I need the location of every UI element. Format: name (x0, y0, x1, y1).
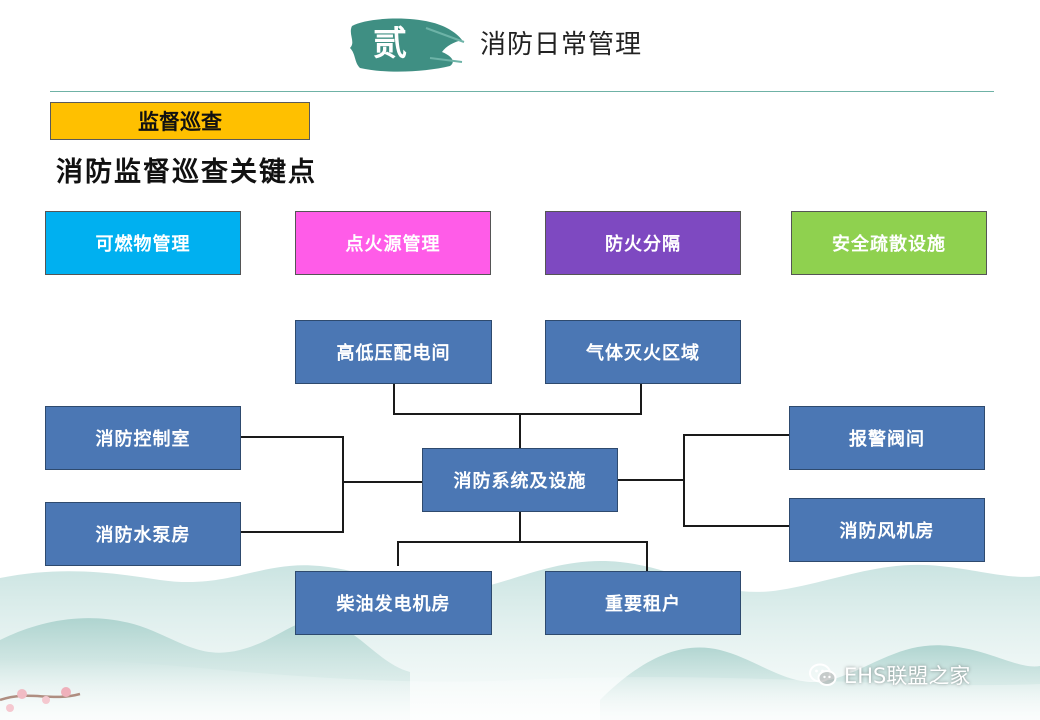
category-fire-separation: 防火分隔 (545, 211, 741, 275)
section-label: 监督巡查 (50, 102, 310, 140)
section-number: 贰 (373, 23, 407, 64)
header-divider (50, 91, 994, 92)
node-fire-control-room: 消防控制室 (45, 406, 241, 470)
category-combustibles: 可燃物管理 (45, 211, 241, 275)
wechat-icon (809, 663, 837, 686)
node-fire-systems-center: 消防系统及设施 (422, 448, 618, 512)
node-fire-pump-room: 消防水泵房 (45, 502, 241, 566)
category-evacuation-facilities: 安全疏散设施 (791, 211, 987, 275)
node-substation-room: 高低压配电间 (295, 320, 492, 384)
page-title: 消防日常管理 (480, 30, 643, 60)
node-key-tenants: 重要租户 (545, 571, 741, 635)
node-diesel-generator-room: 柴油发电机房 (295, 571, 492, 635)
node-alarm-valve-room: 报警阀间 (789, 406, 985, 470)
watermark: EHS联盟之家 (808, 660, 970, 690)
category-ignition-sources: 点火源管理 (295, 211, 491, 275)
node-fire-fan-room: 消防风机房 (789, 498, 985, 562)
main-heading: 消防监督巡查关键点 (56, 157, 317, 188)
node-gas-suppression-area: 气体灭火区域 (545, 320, 741, 384)
watermark-text: EHS联盟之家 (844, 664, 971, 688)
brush-stroke-decoration (350, 18, 465, 72)
